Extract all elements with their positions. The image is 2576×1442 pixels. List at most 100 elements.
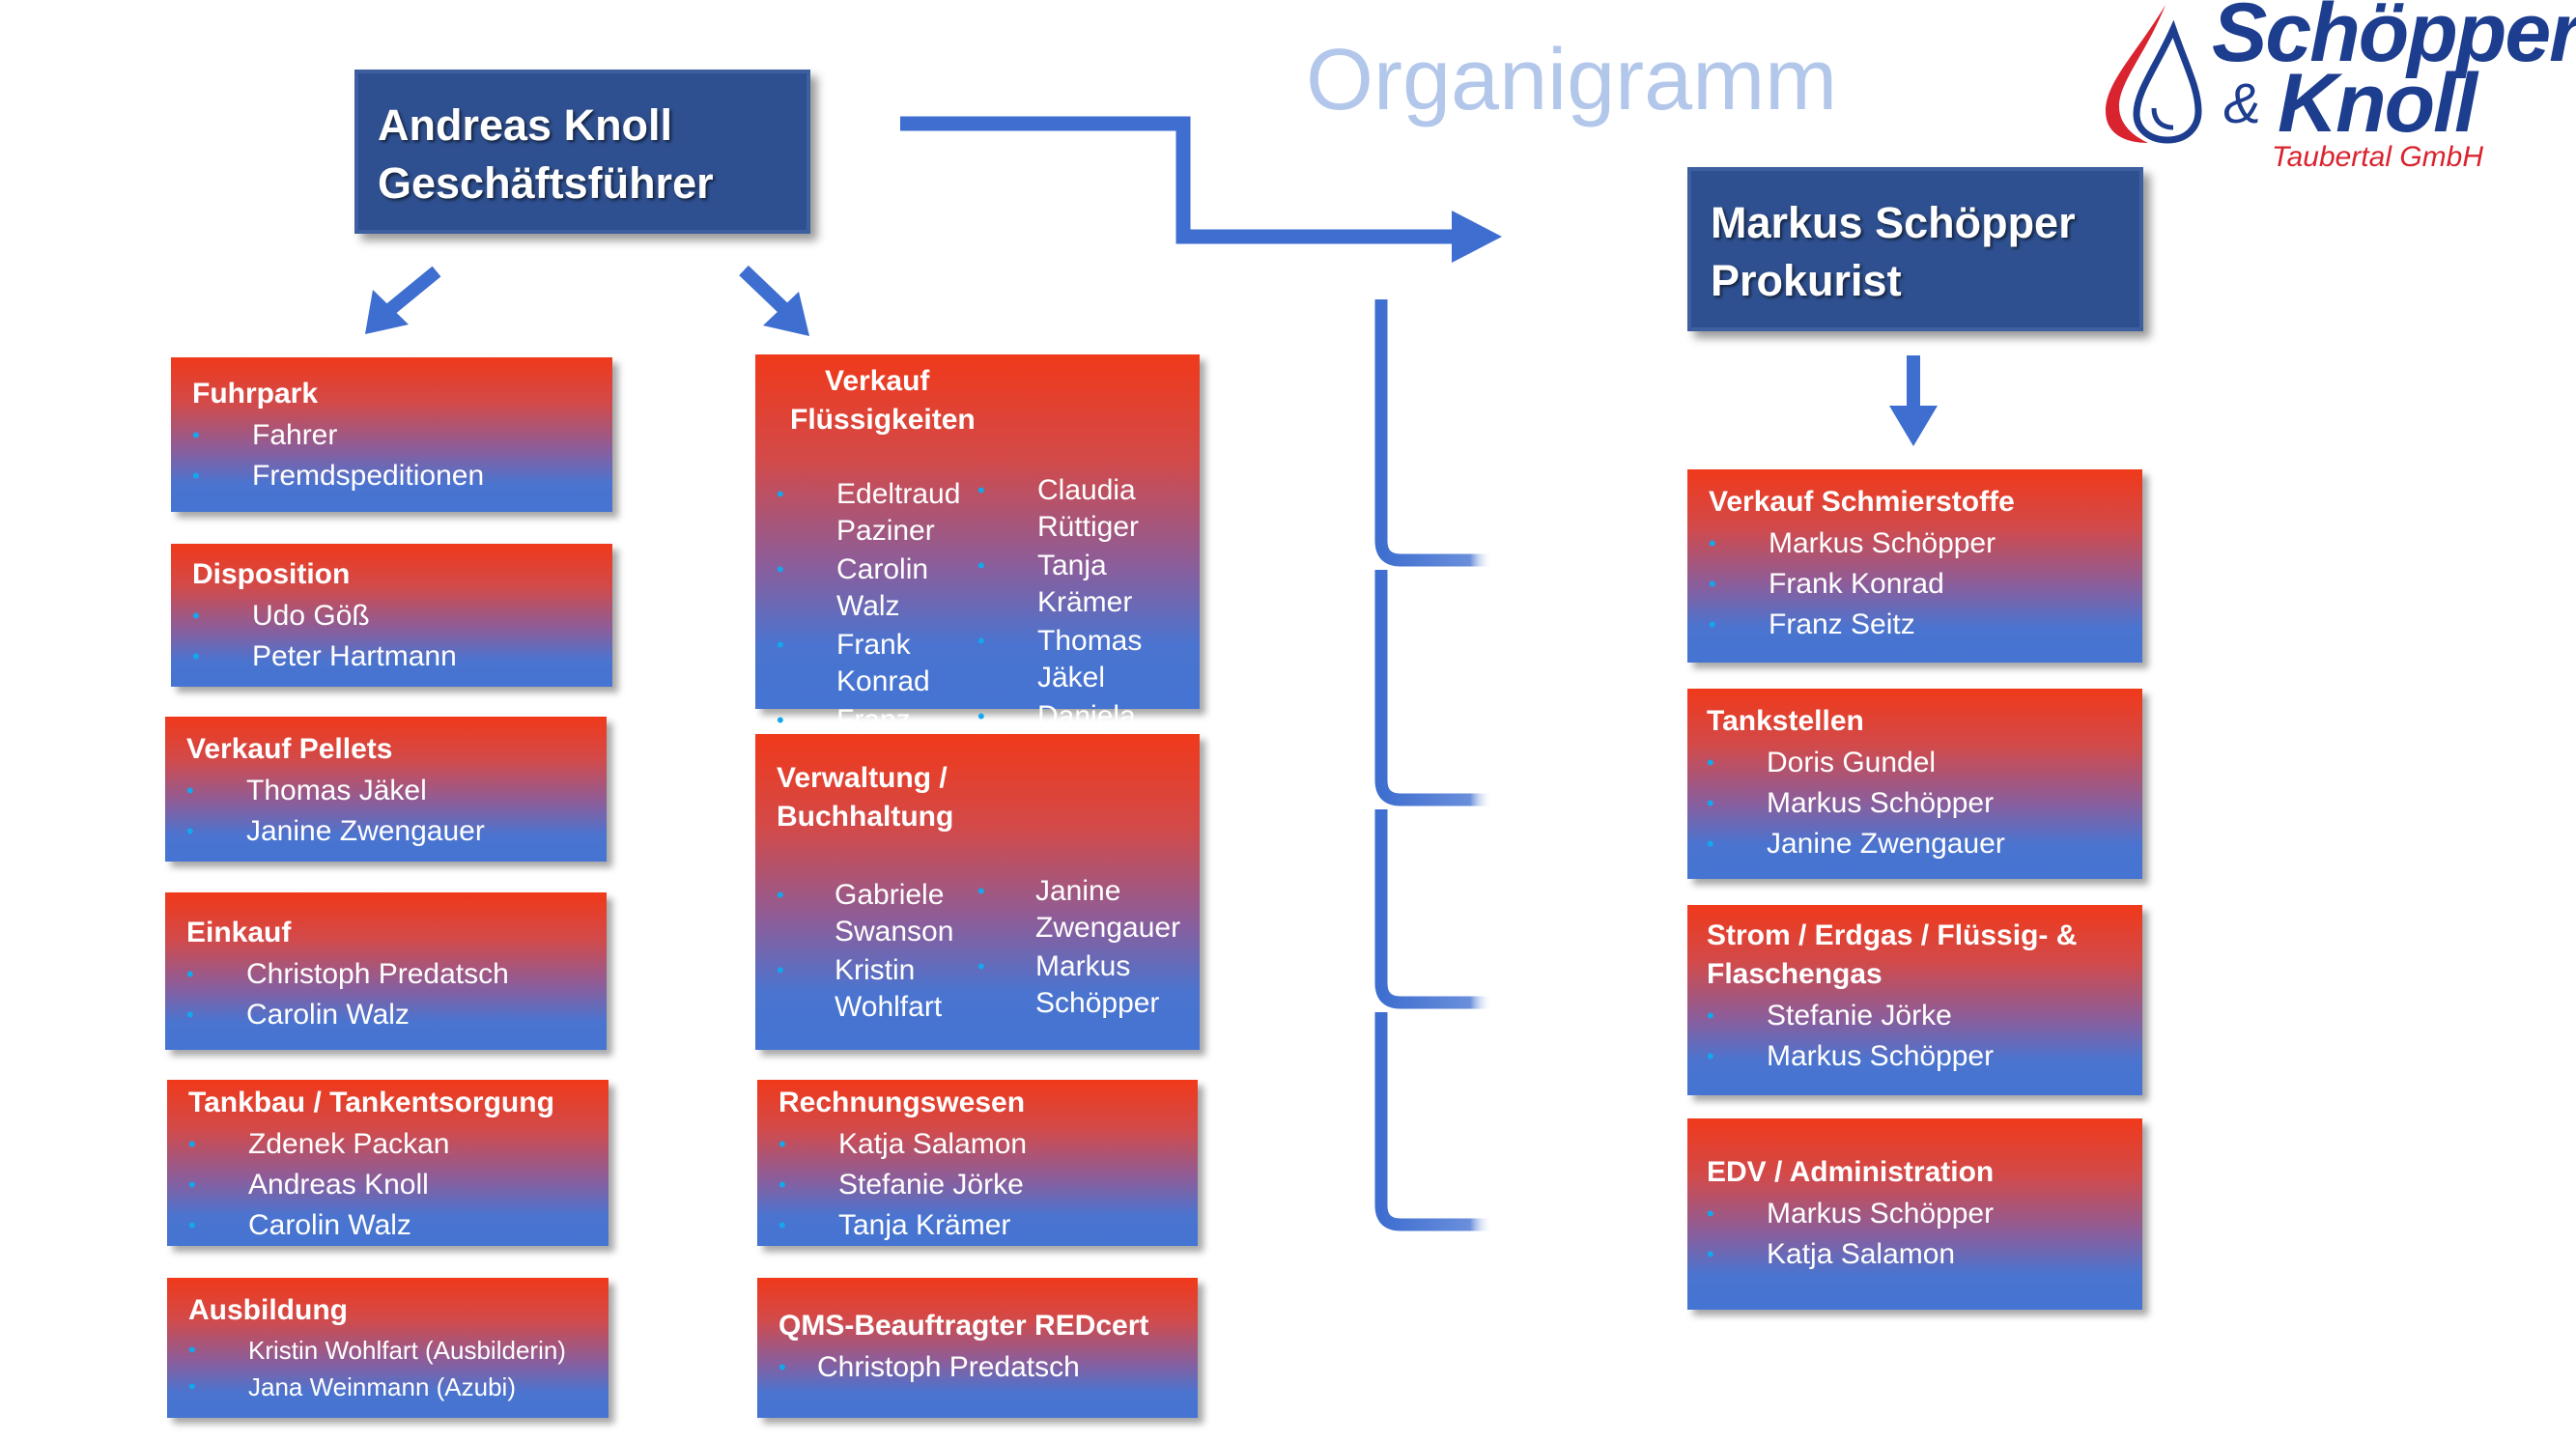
member-list: Fahrer Fremdspeditionen	[192, 415, 484, 496]
logo-subtitle: Taubertal GmbH	[2272, 141, 2483, 173]
logo-ampersand: &	[2223, 72, 2261, 135]
member: Peter Hartmann	[192, 636, 457, 677]
member: Christoph Predatsch	[778, 1347, 1080, 1388]
dept-ausbildung: Ausbildung Kristin Wohlfart (Ausbilderin…	[167, 1278, 609, 1418]
dept-title: Disposition	[192, 558, 351, 590]
ceo-name: Andreas Knoll	[378, 100, 673, 150]
dept-tankstellen: Tankstellen Doris Gundel Markus Schöpper…	[1687, 689, 2142, 879]
member: Franz Seitz	[1709, 605, 1996, 645]
member: Janine Zwengauer	[186, 811, 485, 852]
dept-title: QMS-Beauftragter REDcert	[778, 1310, 1149, 1342]
dept-title-line2: Buchhaltung	[777, 801, 954, 833]
dept-verkauf-schmierstoffe: Verkauf Schmierstoffe Markus Schöpper Fr…	[1687, 469, 2142, 663]
member-list-col1: Edeltraud Paziner Carolin Walz Frank Kon…	[777, 476, 968, 778]
dept-title: Tankstellen	[1707, 705, 1864, 737]
member-list: Udo Göß Peter Hartmann	[192, 596, 457, 677]
arrow-from-prokurist	[1889, 355, 1938, 446]
member: Gabriele Swanson	[777, 877, 966, 950]
member-list: Stefanie Jörke Markus Schöpper	[1707, 996, 1994, 1077]
member-list-col2: Janine Zwengauer Markus Schöpper	[977, 873, 1196, 1024]
member: Zdenek Packan	[188, 1124, 449, 1165]
dept-verkauf-fluessigkeiten: Verkauf Flüssigkeiten Edeltraud Paziner …	[755, 354, 1200, 773]
member: Stefanie Jörke	[1707, 996, 1994, 1036]
prokurist-name: Markus Schöpper	[1711, 198, 2076, 247]
member-list: Katja Salamon Stefanie Jörke Tanja Kräme…	[778, 1124, 1027, 1246]
member: Janine Zwengauer	[1707, 824, 2005, 864]
member: Claudia Rüttiger	[977, 472, 1194, 546]
logo-text-1: Schöpper	[2212, 0, 2576, 79]
member: Thomas Jäkel	[977, 623, 1194, 696]
member-list: Christoph Predatsch Carolin Walz	[186, 954, 509, 1035]
member: Markus Schöpper	[1709, 523, 1996, 564]
page-title: Organigramm	[1306, 32, 1838, 128]
member: Katja Salamon	[778, 1124, 1027, 1165]
arrow-to-middle-column	[739, 265, 809, 336]
member: Janine Zwengauer	[977, 873, 1196, 947]
dept-title-line1: Strom / Erdgas / Flüssig- &	[1707, 919, 2078, 951]
prokurist-role: Prokurist	[1711, 256, 1902, 305]
member: Markus Schöpper	[1707, 1194, 1994, 1234]
dept-title: Ausbildung	[188, 1294, 348, 1326]
member-list-col1: Gabriele Swanson Kristin Wohlfart	[777, 877, 966, 1028]
dept-title-line1: Verkauf	[825, 365, 930, 397]
dept-strom-erdgas: Strom / Erdgas / Flüssig- & Flaschengas …	[1687, 905, 2142, 1095]
member: Markus Schöpper	[977, 948, 1196, 1022]
member: Fahrer	[192, 415, 484, 456]
dept-title: Rechnungswesen	[778, 1087, 1026, 1118]
member: Christoph Predatsch	[186, 954, 509, 995]
member: Edeltraud Paziner	[777, 476, 968, 550]
dept-title: Tankbau / Tankentsorgung	[188, 1087, 554, 1118]
dept-edv: EDV / Administration Markus Schöpper Kat…	[1687, 1118, 2142, 1310]
member: Carolin Walz	[186, 995, 509, 1035]
dept-title-line2: Flaschengas	[1707, 958, 1882, 990]
dept-einkauf: Einkauf Christoph Predatsch Carolin Walz	[165, 892, 607, 1050]
member: Markus Schöpper	[1707, 1036, 1994, 1077]
member-list: Markus Schöpper Katja Salamon	[1707, 1194, 1994, 1275]
dept-tankbau: Tankbau / Tankentsorgung Zdenek Packan A…	[167, 1080, 609, 1246]
ceo-role: Geschäftsführer	[378, 158, 714, 208]
member: Fremdspeditionen	[192, 456, 484, 496]
member-list: Doris Gundel Markus Schöpper Janine Zwen…	[1707, 743, 2005, 864]
member: Stefanie Jörke	[778, 1165, 1027, 1205]
arrow-to-left-column	[365, 266, 441, 334]
member: Thomas Jäkel	[186, 771, 485, 811]
dept-title: Einkauf	[186, 917, 292, 948]
member-list: Thomas Jäkel Janine Zwengauer	[186, 771, 485, 852]
dept-title-line2: Flüssigkeiten	[790, 404, 976, 436]
member: Frank Konrad	[777, 627, 968, 700]
member: Andreas Knoll	[188, 1165, 449, 1205]
dept-qms: QMS-Beauftragter REDcert Christoph Preda…	[757, 1278, 1198, 1418]
member: Udo Göß	[192, 596, 457, 636]
member: Kristin Wohlfart (Ausbilderin)	[188, 1332, 566, 1369]
member: Carolin Walz	[188, 1205, 449, 1246]
member: Carolin Walz	[777, 551, 968, 625]
member-list: Markus Schöpper Frank Konrad Franz Seitz	[1709, 523, 1996, 645]
dept-title: EDV / Administration	[1707, 1156, 1995, 1188]
dept-disposition: Disposition Udo Göß Peter Hartmann	[171, 544, 612, 687]
member: Frank Konrad	[1709, 564, 1996, 605]
prokurist-box: Markus Schöpper Prokurist	[1687, 167, 2143, 331]
ceo-box: Andreas Knoll Geschäftsführer	[354, 70, 810, 234]
member-list: Christoph Predatsch	[778, 1347, 1080, 1388]
member: Kristin Wohlfart	[777, 952, 966, 1026]
dept-title: Fuhrpark	[192, 378, 319, 410]
dept-title: Verkauf Schmierstoffe	[1709, 486, 2015, 518]
member-list: Zdenek Packan Andreas Knoll Carolin Walz	[188, 1124, 449, 1246]
dept-verkauf-pellets: Verkauf Pellets Thomas Jäkel Janine Zwen…	[165, 717, 607, 862]
dept-fuhrpark: Fuhrpark Fahrer Fremdspeditionen	[171, 357, 612, 512]
drop-icon	[2106, 5, 2202, 144]
member: Katja Salamon	[1707, 1234, 1994, 1275]
member: Doris Gundel	[1707, 743, 2005, 783]
member-list-col2: Claudia Rüttiger Tanja Krämer Thomas Jäk…	[977, 472, 1194, 774]
member-list: Kristin Wohlfart (Ausbilderin) Jana Wein…	[188, 1332, 566, 1405]
logo-text-2: Knoll	[2278, 57, 2477, 150]
dept-verwaltung: Verwaltung / Buchhaltung Gabriele Swanso…	[755, 734, 1200, 1050]
member: Jana Weinmann (Azubi)	[188, 1369, 566, 1405]
arrow-to-prokurist	[900, 116, 1502, 263]
bracket-connectors	[1374, 299, 1492, 1231]
member: Markus Schöpper	[1707, 783, 2005, 824]
dept-title-line1: Verwaltung /	[777, 762, 948, 794]
dept-title: Verkauf Pellets	[186, 733, 393, 765]
member: Tanja Krämer	[778, 1205, 1027, 1246]
